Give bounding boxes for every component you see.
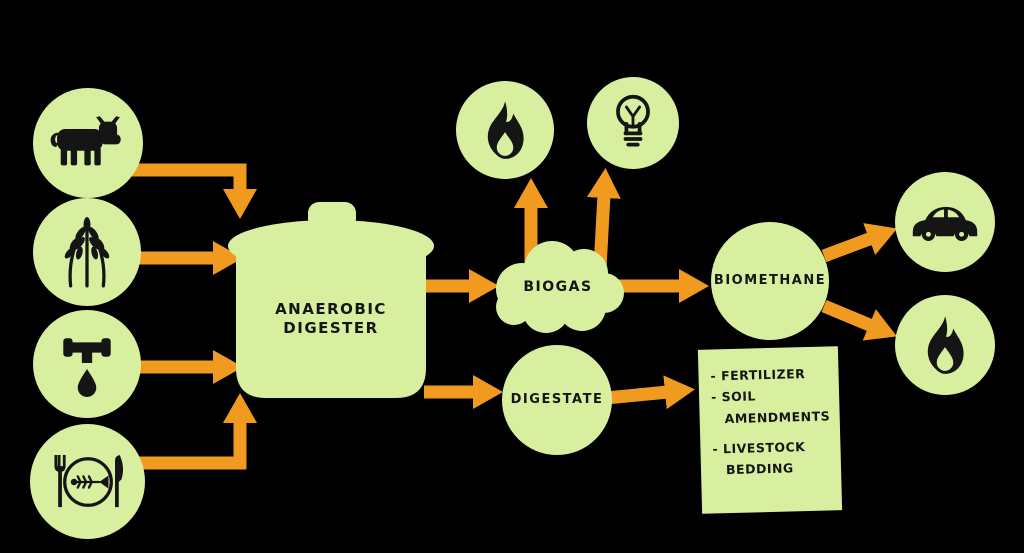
arrow-manure-to-digester	[130, 163, 257, 219]
input-node-wastewater	[33, 310, 141, 418]
note-line: AMENDMENTS	[724, 407, 831, 426]
arrow-foodwaste-to-digester	[136, 393, 257, 470]
lightbulb-icon	[616, 94, 650, 147]
input-node-food-waste	[30, 424, 145, 539]
flame-icon	[487, 101, 524, 159]
biogas-node: BIOGAS	[488, 235, 628, 335]
flame-icon	[927, 316, 964, 374]
arrow-digestate-to-uses	[605, 375, 695, 410]
anaerobic-digester-node: ANAEROBIC DIGESTER	[224, 198, 438, 410]
digester-label-line2: DIGESTER	[283, 318, 379, 337]
digestate-node: DIGESTATE	[502, 345, 612, 455]
biogas-label: BIOGAS	[523, 279, 593, 295]
digester-label-line1: ANAEROBIC	[275, 300, 387, 318]
biomethane-node: BIOMETHANE	[711, 222, 829, 340]
cow-icon	[50, 115, 121, 165]
digester-pot-icon	[228, 202, 434, 398]
output-node-electricity	[587, 77, 679, 169]
tap-drip-icon	[63, 338, 111, 397]
input-node-crops	[33, 198, 141, 306]
output-node-heat	[456, 81, 554, 179]
note-line: BEDDING	[725, 460, 794, 478]
food-waste-plate-icon	[53, 454, 123, 507]
output-node-fuel	[895, 295, 995, 395]
arrow-biomethane-to-fuel	[821, 300, 897, 341]
output-node-vehicle	[895, 172, 995, 272]
arrow-biomethane-to-vehicle	[821, 223, 898, 263]
wheat-icon	[64, 217, 110, 288]
digester-label: ANAEROBIC DIGESTER	[224, 300, 438, 338]
digestate-uses-note: - FERTILIZER - SOIL AMENDMENTS - LIVESTO…	[697, 346, 843, 514]
car-icon	[912, 206, 978, 241]
cloud-shape	[496, 241, 624, 333]
biomethane-label: BIOMETHANE	[713, 272, 827, 288]
digestate-label: DIGESTATE	[510, 391, 604, 407]
input-node-manure	[33, 88, 143, 198]
